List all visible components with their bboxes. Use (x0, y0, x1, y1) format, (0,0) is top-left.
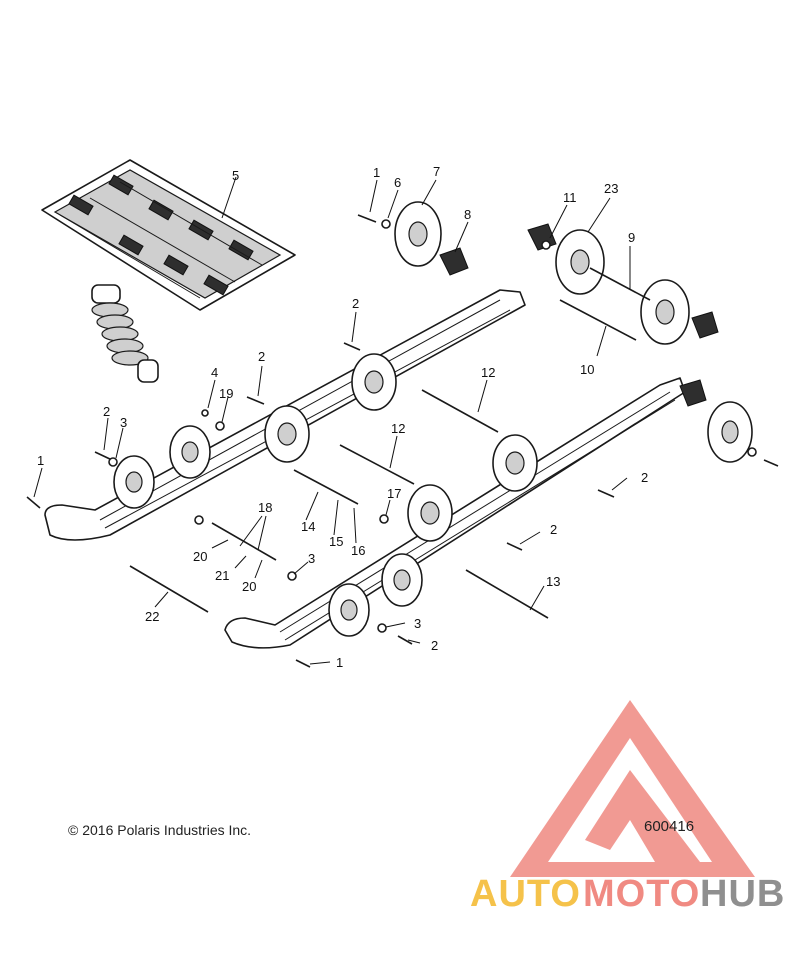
callout-16: 16 (351, 543, 365, 558)
callout-6: 6 (394, 175, 401, 190)
callout-21: 21 (215, 568, 229, 583)
callout-12: 12 (391, 421, 405, 436)
callout-10: 10 (580, 362, 594, 377)
callout-20: 20 (242, 579, 256, 594)
callout-11: 11 (563, 190, 577, 205)
watermark-text: AUTO MOTO HUB (470, 873, 785, 915)
callout-8: 8 (464, 207, 471, 222)
callout-3: 3 (120, 415, 127, 430)
callout-4: 4 (211, 365, 218, 380)
callout-20: 20 (193, 549, 207, 564)
callout-18: 18 (258, 500, 272, 515)
copyright-notice: © 2016 Polaris Industries Inc. (68, 822, 252, 838)
figure-id: 600416 (644, 818, 695, 835)
callout-2: 2 (641, 470, 648, 485)
idler-wheels (113, 201, 753, 637)
callout-22: 22 (145, 609, 159, 624)
callout-2: 2 (352, 296, 359, 311)
leader-lines (33, 176, 631, 665)
callout-2: 2 (103, 404, 110, 419)
callout-2: 2 (431, 638, 438, 653)
callout-19: 19 (219, 386, 233, 401)
callout-12: 12 (481, 365, 495, 380)
callout-1: 1 (336, 655, 343, 670)
callout-2: 2 (550, 522, 557, 537)
callout-7: 7 (433, 164, 440, 179)
callout-2: 2 (258, 349, 265, 364)
callout-13: 13 (546, 574, 560, 589)
callout-15: 15 (329, 534, 343, 549)
callout-14: 14 (301, 519, 315, 534)
shock-absorber (91, 284, 159, 383)
shafts (129, 299, 637, 619)
hardware (26, 214, 779, 668)
callout-5: 5 (232, 168, 239, 183)
callout-3: 3 (308, 551, 315, 566)
watermark-logo (510, 700, 755, 877)
callout-17: 17 (387, 486, 401, 501)
callout-1: 1 (373, 165, 380, 180)
callout-labels: 1 6 7 8 23 11 9 10 12 12 5 2 2 4 19 2 3 … (37, 164, 648, 670)
watermark-text-hub: HUB (700, 873, 785, 915)
track-part (41, 159, 296, 311)
callout-1: 1 (37, 453, 44, 468)
callout-3: 3 (414, 616, 421, 631)
watermark-text-moto: MOTO (583, 873, 700, 915)
callout-23: 23 (604, 181, 618, 196)
callout-9: 9 (628, 230, 635, 245)
watermark-text-auto: AUTO (470, 873, 581, 915)
